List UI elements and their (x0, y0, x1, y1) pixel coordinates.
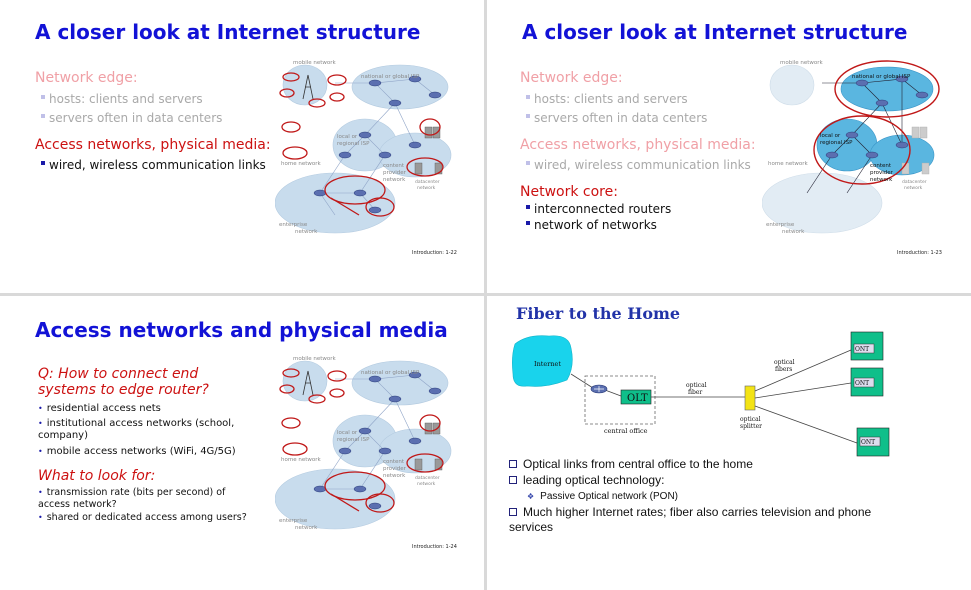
slide-1-23[interactable]: A closer look at Internet structure Netw… (487, 0, 971, 293)
bullet-mobile: •mobile access networks (WiFi, 4G/5G) (38, 446, 236, 457)
svg-text:provider: provider (870, 170, 894, 176)
svg-text:ONT: ONT (855, 380, 869, 387)
network-core-diagram: mobile network home network datacenter n… (762, 60, 940, 235)
bullet-routers: interconnected routers (526, 202, 671, 216)
internet-structure-diagram: mobile network national or global ISP lo… (275, 60, 452, 235)
svg-text:provider: provider (383, 170, 407, 176)
svg-text:network: network (417, 481, 436, 487)
slide-title: Access networks and physical media (35, 318, 448, 342)
svg-text:central office: central office (604, 427, 648, 435)
svg-text:splitter: splitter (740, 423, 762, 430)
svg-text:content: content (383, 459, 405, 465)
bullet-hosts: hosts: clients and servers (526, 92, 688, 106)
svg-text:home network: home network (281, 161, 321, 167)
svg-text:ONT: ONT (855, 346, 869, 353)
core-highlights (813, 60, 940, 185)
svg-text:regional ISP: regional ISP (337, 437, 370, 443)
internet-structure-diagram: mobile network national or global ISP lo… (275, 356, 452, 531)
central-office-box (584, 375, 656, 425)
svg-text:national or global ISP: national or global ISP (361, 370, 420, 376)
svg-text:ONT: ONT (861, 439, 875, 446)
slide-title: A closer look at Internet structure (522, 20, 908, 44)
bullet-servers: servers often in data centers (526, 111, 707, 125)
svg-text:mobile network: mobile network (780, 60, 824, 66)
svg-text:fiber: fiber (688, 389, 702, 396)
bullet-leading-technology: leading optical technology: (509, 473, 664, 488)
svg-text:mobile network: mobile network (293, 60, 337, 66)
slide-footer: Introduction: 1-22 (412, 250, 457, 256)
svg-text:optical: optical (774, 359, 795, 366)
bullet-institutional: •institutional access networks (school, … (38, 418, 235, 441)
svg-text:Internet: Internet (534, 360, 561, 368)
svg-text:fibers: fibers (775, 366, 792, 373)
router-icon (590, 384, 608, 394)
what-to-look-for: What to look for: (38, 468, 156, 484)
svg-text:network: network (295, 525, 318, 531)
bullet-shared-access: •shared or dedicated access among users? (38, 512, 247, 523)
svg-text:datacenter: datacenter (415, 179, 440, 185)
svg-text:regional ISP: regional ISP (337, 141, 370, 147)
bullet-network-of-networks: network of networks (526, 218, 657, 232)
svg-text:local or: local or (820, 133, 841, 139)
svg-text:national or global ISP: national or global ISP (852, 74, 911, 80)
ont-1: ONT (850, 331, 884, 361)
svg-text:enterprise: enterprise (279, 222, 308, 228)
svg-text:network: network (870, 177, 893, 183)
question-text: Q: How to connect end systems to edge ro… (38, 366, 209, 398)
optical-splitter (744, 385, 756, 411)
bullet-transmission-rate: •transmission rate (bits per second) of … (38, 487, 226, 510)
bullet-residential: •residential access nets (38, 403, 161, 414)
svg-text:datacenter: datacenter (415, 475, 440, 481)
svg-text:network: network (383, 177, 406, 183)
internet-cloud (512, 335, 573, 387)
svg-text:optical: optical (740, 416, 761, 423)
svg-text:optical: optical (686, 382, 707, 389)
slide-footer: Introduction: 1-24 (412, 544, 457, 550)
svg-text:network: network (417, 185, 436, 191)
slide-title: Fiber to the Home (516, 304, 681, 323)
svg-text:network: network (383, 473, 406, 479)
svg-text:OLT: OLT (627, 393, 648, 404)
svg-text:national or global ISP: national or global ISP (361, 74, 420, 80)
slide-footer: Introduction: 1-23 (897, 250, 942, 256)
svg-text:mobile network: mobile network (293, 356, 337, 362)
slide-1-24[interactable]: Access networks and physical media Q: Ho… (0, 296, 484, 590)
slide-title: A closer look at Internet structure (35, 20, 421, 44)
heading-network-edge: Network edge: (520, 70, 623, 86)
bullet-higher-rates: Much higher Internet rates; fiber also c… (509, 505, 872, 534)
ont-2: ONT (850, 367, 884, 397)
svg-text:provider: provider (383, 466, 407, 472)
fiber-diagram: Internet central office OLT optical fibe… (512, 331, 890, 457)
slide-fiber-to-the-home[interactable]: Fiber to the Home Internet central offic… (487, 296, 971, 590)
cell-tower-icon (302, 74, 314, 100)
svg-text:content: content (870, 163, 892, 169)
svg-text:enterprise: enterprise (766, 222, 795, 228)
network-clouds (275, 64, 452, 234)
bullet-links: wired, wireless communication links (41, 158, 266, 172)
access-network-highlights (279, 72, 444, 217)
heading-network-core: Network core: (520, 184, 618, 200)
svg-text:home network: home network (768, 161, 808, 167)
ont-3: ONT (856, 427, 890, 457)
heading-network-edge: Network edge: (35, 70, 138, 86)
svg-text:network: network (904, 185, 923, 191)
svg-text:local or: local or (337, 430, 358, 436)
svg-text:home network: home network (281, 457, 321, 463)
bullet-servers: servers often in data centers (41, 111, 222, 125)
svg-text:network: network (782, 229, 805, 235)
bullet-hosts: hosts: clients and servers (41, 92, 203, 106)
svg-text:datacenter: datacenter (902, 179, 927, 185)
cell-tower-icon (302, 370, 314, 396)
svg-text:enterprise: enterprise (279, 518, 308, 524)
svg-text:regional ISP: regional ISP (820, 140, 853, 146)
sub-bullet-pon: ❖Passive Optical network (PON) (527, 491, 678, 502)
heading-access-networks: Access networks, physical media: (35, 137, 271, 153)
bullet-optical-links: Optical links from central office to the… (509, 457, 753, 472)
svg-text:network: network (295, 229, 318, 235)
svg-text:content: content (383, 163, 405, 169)
slide-1-22[interactable]: A closer look at Internet structure Netw… (0, 0, 484, 293)
svg-text:local or: local or (337, 134, 358, 140)
bullet-links: wired, wireless communication links (526, 158, 751, 172)
heading-access-networks: Access networks, physical media: (520, 137, 756, 153)
